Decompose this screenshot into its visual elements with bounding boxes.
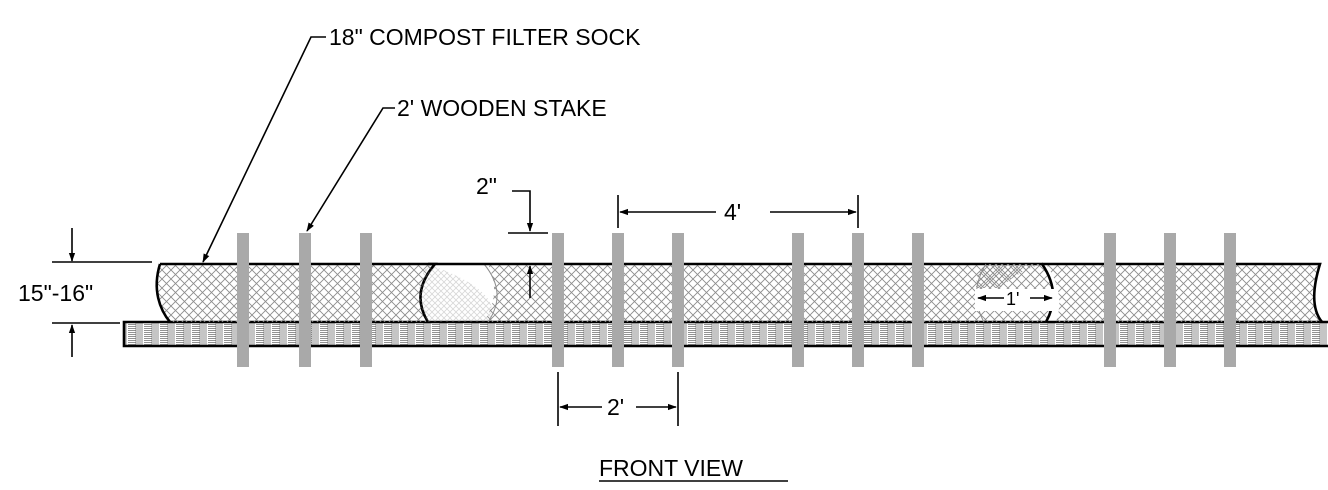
stake-above-dimension: 2" xyxy=(476,173,548,298)
group-spacing-label: 4' xyxy=(724,199,741,225)
stake-spacing-dimension: 2' xyxy=(557,372,679,426)
stake xyxy=(237,233,249,367)
filter-sock-left xyxy=(155,262,438,323)
filter-sock-middle xyxy=(419,262,1055,323)
stake-above-label: 2" xyxy=(476,173,497,199)
stake xyxy=(1164,233,1176,367)
stake xyxy=(792,233,804,367)
height-dimension: 15"-16" xyxy=(18,228,152,357)
stake-callout: 2' WOODEN STAKE xyxy=(306,95,607,232)
height-dim-label: 15"-16" xyxy=(18,280,93,306)
stake xyxy=(360,233,372,367)
stake xyxy=(912,233,924,367)
stake xyxy=(852,233,864,367)
overlap-dimension: 1' xyxy=(975,289,1055,311)
wooden-stakes xyxy=(237,233,1236,367)
group-spacing-dimension: 4' xyxy=(617,195,859,228)
overlap-label: 1' xyxy=(1006,289,1019,309)
stake xyxy=(299,233,311,367)
stake xyxy=(552,233,564,367)
stake-callout-label: 2' WOODEN STAKE xyxy=(397,95,607,121)
sock-callout-label: 18" COMPOST FILTER SOCK xyxy=(329,24,641,50)
stake xyxy=(612,233,624,367)
stake xyxy=(672,233,684,367)
view-title-label: FRONT VIEW xyxy=(599,455,743,481)
view-title: FRONT VIEW xyxy=(599,455,788,482)
stake xyxy=(1104,233,1116,367)
stake-spacing-label: 2' xyxy=(607,394,624,420)
stake xyxy=(1224,233,1236,367)
sock-callout: 18" COMPOST FILTER SOCK xyxy=(202,24,641,263)
